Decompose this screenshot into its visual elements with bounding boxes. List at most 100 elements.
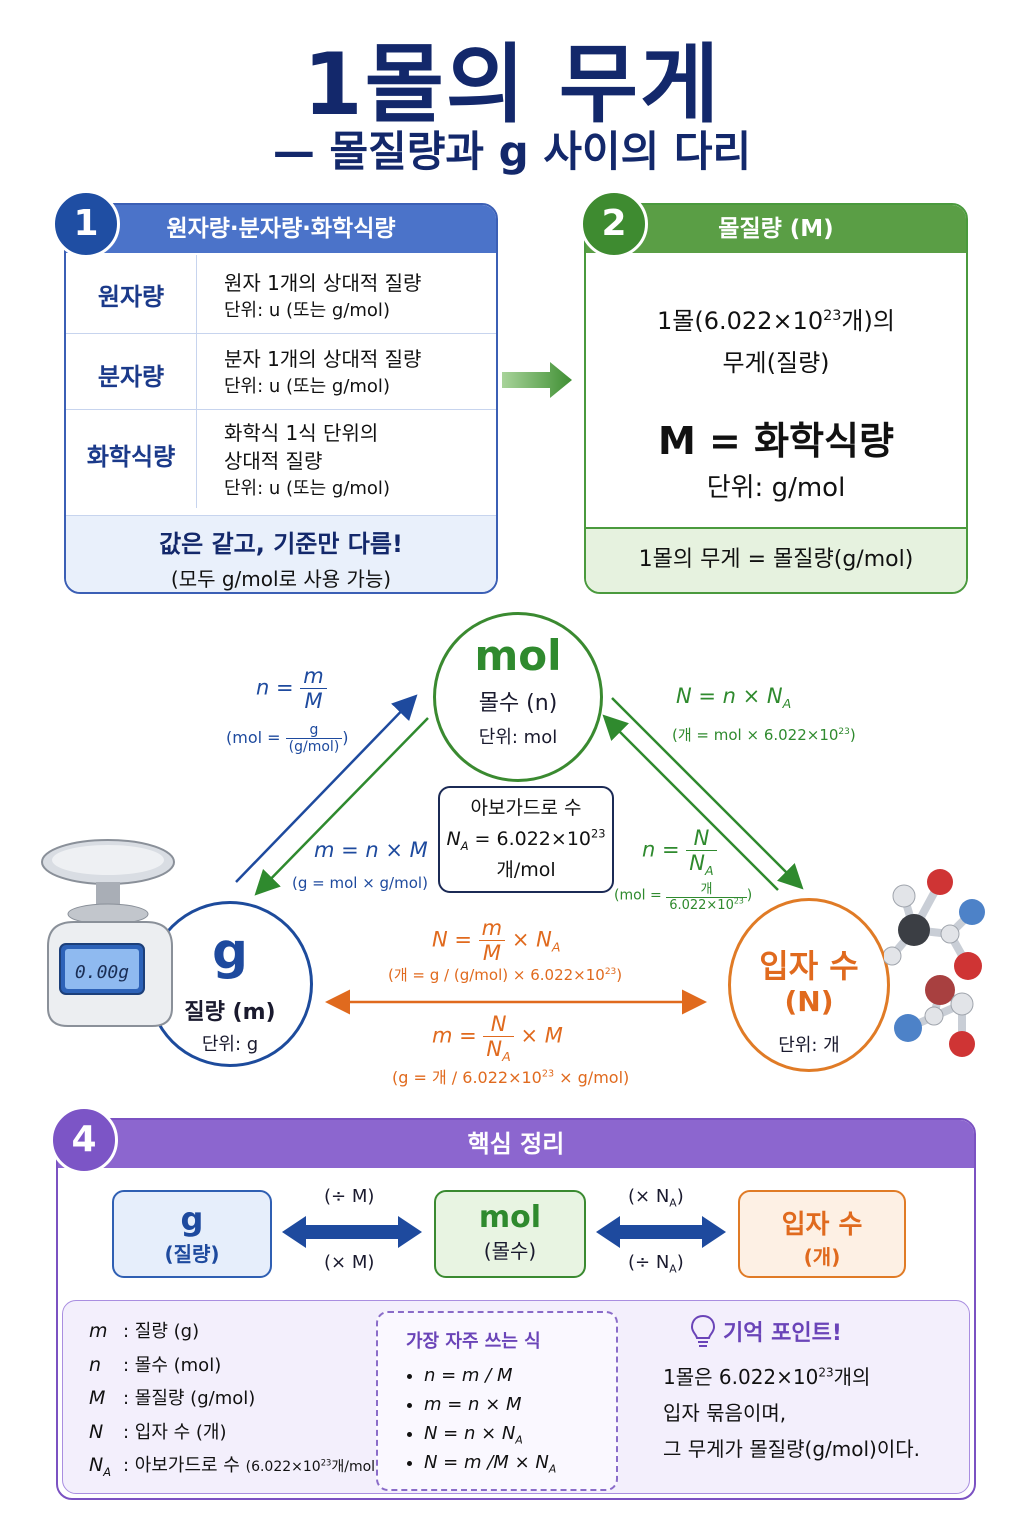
note-post: ) [849, 726, 856, 744]
panel4-header: 핵심 정리 [58, 1120, 974, 1168]
formula-num: N [686, 826, 717, 851]
note-pre: (개 = mol × 6.022×10 [672, 726, 839, 744]
molar-mass-equation: M = 화학식량 [658, 419, 894, 463]
var-item: NA: 아보가드로 수 (6.022×1023개/mol) [89, 1454, 381, 1479]
panel2-footer: 1몰의 무게 = 몰질량(g/mol) [586, 527, 966, 592]
def-line1-post: 개)의 [841, 307, 895, 335]
page-subtitle: — 몰질량과 g 사이의 다리 [272, 127, 752, 176]
arrow-label-mul-m: (× M) [324, 1252, 375, 1273]
g-unit: 단위: g [201, 1034, 259, 1055]
row-label: 분자량 [97, 363, 165, 391]
label-text: (÷ N [628, 1252, 670, 1273]
panel2-header: 몰질량 (M) [586, 205, 966, 253]
molar-mass-definition: 1몰(6.022×1023개)의 무게(질량) [586, 300, 966, 384]
formula-den: N [486, 1037, 503, 1061]
variable-list: m: 질량 (g) n: 몰수 (mol) M: 몰질량 (g/mol) N: … [89, 1315, 381, 1484]
def-line1-exp: 23 [823, 308, 842, 324]
panel1-row-atomic: 원자량 원자 1개의 상대적 질량 단위: u (또는 g/mol) [66, 255, 496, 334]
memo-text: 1몰은 6.022×1023개의 입자 묶음이며, 그 무게가 몰질량(g/mo… [663, 1359, 920, 1467]
note-num: 개 [666, 878, 747, 898]
formula-text: m = n × M [424, 1394, 522, 1415]
note-num: g [285, 722, 343, 739]
avogadro-exp: 23 [591, 826, 606, 841]
formula-num: N [483, 1012, 514, 1037]
note-exp: 23 [541, 1068, 555, 1080]
var-na-exp: 23 [320, 1457, 332, 1468]
var-symbol: M [89, 1387, 106, 1409]
formula-mol-to-g: m = n × M [314, 838, 428, 862]
arrow-mol-to-n [611, 697, 804, 890]
summary-box-mol: mol (몰수) [434, 1190, 586, 1278]
mol-name: 몰수 (n) [478, 691, 558, 716]
formula-lhs: n = [642, 837, 680, 862]
formula-lhs: n = [256, 675, 294, 700]
box-mol-main: mol [478, 1200, 542, 1235]
note-post: ) [746, 887, 753, 904]
var-item: N: 입자 수 (개) [89, 1416, 381, 1450]
var-item: n: 몰수 (mol) [89, 1349, 381, 1383]
row-desc-text: 화학식 1식 단위의 [224, 421, 379, 445]
panel1-row-formula: 화학식량 화학식 1식 단위의 상대적 질량 단위: u (또는 g/mol) [66, 409, 496, 513]
arrow-label-div-na: (÷ NA) [628, 1252, 684, 1276]
avogadro-value-text: = 6.022×10 [474, 828, 591, 850]
arrow-n-to-mol [602, 714, 779, 891]
note-n-to-g: (g = 개 / 6.022×1023 × g/mol) [392, 1064, 629, 1088]
footer-main: 값은 같고, 기준만 다름! [159, 530, 403, 558]
double-arrow-icon [282, 1216, 422, 1248]
g-symbol: g [212, 922, 248, 980]
node-particles: 입자 수 (N) 단위: 개 [728, 898, 890, 1072]
var-desc: : 몰수 (mol) [123, 1354, 222, 1376]
summary-box-particles: 입자 수 (개) [738, 1190, 906, 1278]
avogadro-title: 아보가드로 수 [470, 797, 582, 819]
var-item: m: 질량 (g) [89, 1315, 381, 1349]
formula-den: M [304, 689, 323, 713]
common-formula: N = m /M × NA [424, 1448, 616, 1477]
arrow-mol-to-g [254, 717, 429, 896]
formula-lhs: N = [432, 927, 472, 952]
lightbulb-icon [690, 1314, 716, 1347]
note-g-to-n: (개 = g / (g/mol) × 6.022×1023) [388, 964, 622, 985]
def-line1-pre: 1몰(6.022×10 [657, 307, 824, 335]
formula-lhs: m = [432, 1023, 477, 1048]
formula-rhs: × N [511, 927, 552, 952]
var-desc: : 입자 수 (개) [123, 1421, 227, 1443]
note-den: 6.022×10 [669, 898, 734, 913]
note-exp: 23 [604, 967, 617, 977]
scale-display: 0.00g [75, 962, 129, 983]
row-label: 원자량 [97, 283, 165, 311]
formula-text: N = m /M × N [424, 1452, 549, 1473]
box-n-main: 입자 수 [781, 1210, 863, 1240]
note-mol-to-n: (개 = mol × 6.022×1023) [672, 724, 856, 745]
var-desc: : 아보가드로 수 [123, 1455, 240, 1476]
panel-molar-mass: 몰질량 (M) 1몰(6.022×1023개)의 무게(질량) M = 화학식량… [584, 203, 968, 594]
particles-symbol: 입자 수 [759, 947, 859, 985]
formula-den: N [689, 851, 705, 875]
common-formulas-box: 가장 자주 쓰는 식 n = m / M m = n × M N = n × N… [376, 1311, 618, 1491]
memo-line1-exp: 23 [818, 1365, 834, 1380]
row-unit: 단위: u (또는 g/mol) [224, 300, 390, 321]
node-g: g 질량 (m) 단위: g [147, 901, 313, 1067]
badge-4: 4 [50, 1106, 118, 1174]
note-g-to-mol: (mol = g(g/mol)) [226, 722, 349, 755]
note-exp: 23 [733, 896, 744, 906]
g-name: 질량 (m) [184, 1000, 276, 1025]
formula-mol-to-n: N = n × NA [676, 684, 792, 712]
mol-unit: 단위: mol [478, 727, 558, 748]
row-desc: 원자 1개의 상대적 질량 단위: u (또는 g/mol) [224, 269, 421, 325]
arrow-g-to-mol [235, 694, 418, 883]
note-den: (g/mol) [288, 739, 340, 755]
avogadro-box: 아보가드로 수 NA = 6.022×1023 개/mol [438, 786, 614, 893]
common-formulas-title: 가장 자주 쓰는 식 [406, 1331, 541, 1352]
memo-line1-pre: 1몰은 6.022×10 [663, 1365, 819, 1389]
row-label: 화학식량 [86, 443, 176, 471]
panel-summary: 핵심 정리 g (질량) mol (몰수) 입자 수 (개) (÷ M) (× … [56, 1118, 976, 1500]
row-desc-text: 원자 1개의 상대적 질량 [224, 271, 422, 295]
def-line2: 무게(질량) [722, 349, 830, 377]
conversion-arrows [235, 694, 804, 1015]
particles-name: (N) [784, 985, 834, 1018]
